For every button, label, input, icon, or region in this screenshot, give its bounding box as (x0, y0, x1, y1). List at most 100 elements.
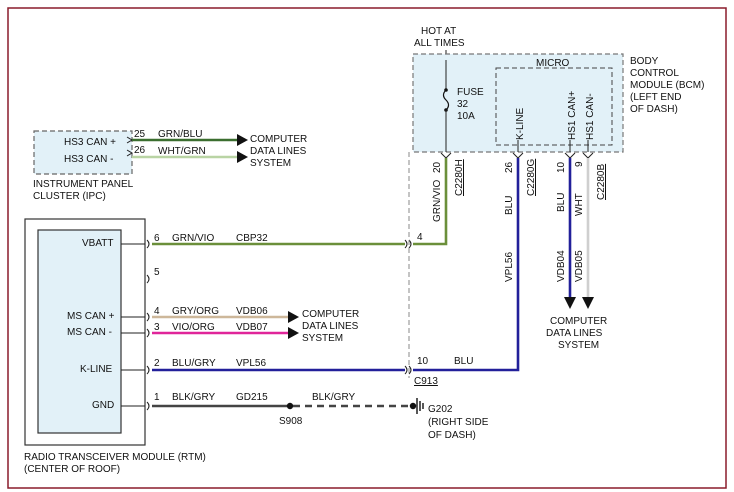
bcm-label-3: MODULE (BCM) (630, 80, 704, 91)
ipc-module: HS3 CAN + HS3 CAN - 25 26 GRN/BLU WHT/GR… (33, 129, 307, 202)
c913-label: C913 (414, 376, 438, 387)
bcm-pin-name-k-line: K-LINE (515, 107, 526, 140)
splice-s908-label: S908 (279, 416, 303, 427)
bcm-label-4: (LEFT END (630, 92, 682, 103)
rtm-module: VBATT MS CAN + MS CAN - K-LINE GND 6 5 4… (24, 218, 268, 475)
hot-at-label: HOT AT (421, 26, 456, 37)
inline-blk-gry-label: BLK/GRY (312, 392, 355, 403)
rtm-pin-1-number: 1 (154, 392, 160, 403)
inline-blu-label: BLU (454, 356, 473, 367)
bcm-cdl-line2: DATA LINES (546, 328, 603, 339)
fuse-terminal-top (444, 88, 448, 92)
bcm-pin-10-connector-icon (564, 152, 576, 159)
bcm-pin-name-hs1-can-minus: HS1 CAN- (585, 93, 596, 140)
fuse-rating: 10A (457, 111, 475, 122)
rtm-circuit-cbp32: CBP32 (236, 233, 268, 244)
vertical-label-grn-vio: GRN/VIO (432, 180, 443, 222)
all-times-label: ALL TIMES (414, 38, 465, 49)
ipc-pin-25-number: 25 (134, 129, 146, 140)
ground-icon (416, 398, 424, 414)
ipc-cdl-line1: COMPUTER (250, 134, 307, 145)
bcm-pin-20-number: 20 (432, 161, 443, 173)
rtm-cdl-line1: COMPUTER (302, 309, 359, 320)
rtm-pin-6-connector-icon (146, 239, 150, 249)
rtm-pin-name-ms-can-minus: MS CAN - (67, 327, 112, 338)
ground-terminal (409, 402, 417, 410)
rtm-label-1: RADIO TRANSCEIVER MODULE (RTM) (24, 452, 206, 463)
fuse-icon (442, 89, 450, 111)
bcm-label-2: CONTROL (630, 68, 679, 79)
bcm-module: HOT AT ALL TIMES MICRO BODY CONTROL MODU… (412, 26, 704, 200)
rtm-cdl-line2: DATA LINES (302, 321, 359, 332)
c913-pin-10-number: 10 (417, 356, 429, 367)
bcm-cdl-line3: SYSTEM (558, 340, 599, 351)
rtm-inner-box (37, 229, 122, 434)
ipc-label-1: INSTRUMENT PANEL (33, 179, 134, 190)
bcm-micro-box (495, 67, 613, 146)
rtm-wire-color-blk-gry: BLK/GRY (172, 392, 215, 403)
rtm-circuit-gd215: GD215 (236, 392, 268, 403)
rtm-pin-3-number: 3 (154, 322, 160, 333)
fuse-label: FUSE (457, 87, 484, 98)
diagram-frame (7, 7, 727, 489)
rtm-wire-color-blu-gry: BLU/GRY (172, 358, 216, 369)
vertical-label-vpl56: VPL56 (504, 252, 515, 282)
c913-pin-4-number: 4 (417, 232, 423, 243)
bcm-box (412, 53, 624, 153)
ground-location-2: OF DASH) (428, 430, 476, 441)
connector-c2280b: C2280B (596, 164, 607, 200)
arrow-down-icon (582, 297, 594, 309)
rtm-pin-1-connector-icon (146, 401, 150, 411)
rtm-pin-4-number: 4 (154, 306, 160, 317)
rtm-wire-color-grn-vio: GRN/VIO (172, 233, 214, 244)
bcm-pin-26-number: 26 (504, 161, 515, 173)
ipc-label-2: CLUSTER (IPC) (33, 191, 106, 202)
vertical-label-blu-hs: BLU (556, 193, 567, 212)
ipc-wire-color-wht-grn: WHT/GRN (158, 146, 206, 157)
bcm-micro-label: MICRO (536, 58, 570, 69)
ipc-box (33, 130, 133, 175)
arrow-down-icon (564, 297, 576, 309)
ipc-pin-name-hs3-can-plus: HS3 CAN + (64, 137, 116, 148)
c913-pin-4-connector-icon (404, 239, 412, 249)
fuse-number: 32 (457, 99, 469, 110)
rtm-pin-name-gnd: GND (92, 400, 114, 411)
ipc-pin-26-connector-icon (126, 149, 133, 157)
bcm-pin-9-connector-icon (582, 152, 594, 159)
arrow-right-icon (237, 151, 248, 163)
bcm-label-1: BODY (630, 56, 659, 67)
bcm-label-5: OF DASH) (630, 104, 678, 115)
vertical-label-vdb05: VDB05 (574, 250, 585, 282)
connector-c2280g: C2280G (526, 159, 537, 196)
rtm-circuit-vdb07: VDB07 (236, 322, 268, 333)
rtm-pin-6-number: 6 (154, 233, 160, 244)
bcm-pin-20-connector-icon (440, 152, 452, 159)
ipc-pin-name-hs3-can-minus: HS3 CAN - (64, 154, 113, 165)
rtm-label-2: (CENTER OF ROOF) (24, 464, 120, 475)
rtm-pin-name-ms-can-plus: MS CAN + (67, 311, 115, 322)
bcm-pin-26-connector-icon (512, 152, 524, 159)
ipc-wire-color-grn-blu: GRN/BLU (158, 129, 202, 140)
rtm-pin-name-k-line: K-LINE (80, 364, 113, 375)
rtm-pin-4-connector-icon (146, 312, 150, 322)
bcm-pin-name-hs1-can-plus: HS1 CAN+ (567, 91, 578, 140)
arrow-right-icon (288, 311, 299, 323)
wire-grn-vio-bcm (413, 158, 448, 246)
ipc-pin-26-number: 26 (134, 145, 146, 156)
rtm-circuit-vdb06: VDB06 (236, 306, 268, 317)
rtm-pin-3-connector-icon (146, 328, 150, 338)
connector-c2280h: C2280H (454, 159, 465, 196)
vertical-label-wht: WHT (574, 193, 585, 216)
ipc-cdl-line3: SYSTEM (250, 158, 291, 169)
vertical-label-vdb04: VDB04 (556, 250, 567, 282)
rtm-circuit-vpl56: VPL56 (236, 358, 266, 369)
c913-pin-10-connector-icon (404, 365, 412, 375)
bcm-cdl-line1: COMPUTER (550, 316, 607, 327)
ground-location-1: (RIGHT SIDE (428, 417, 489, 428)
rtm-pin-2-number: 2 (154, 358, 160, 369)
rtm-wire-color-vio-org: VIO/ORG (172, 322, 215, 333)
wire-k-line-bcm (413, 158, 520, 372)
rtm-pin-5-number: 5 (154, 267, 160, 278)
rtm-cdl-line3: SYSTEM (302, 333, 343, 344)
